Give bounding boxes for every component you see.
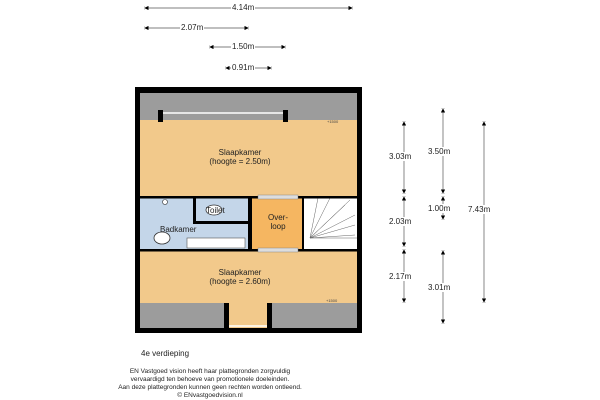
height-marker: +1500	[327, 119, 339, 124]
landing-floor	[252, 198, 302, 249]
height-marker: +1500	[326, 298, 338, 303]
dim-label: 2.03m	[388, 217, 413, 226]
disclaimer-line: vervaardigd ten behoeve van promotionele…	[130, 376, 290, 383]
disclaimer: EN Vastgoed vision heeft haar plattegron…	[0, 368, 420, 400]
dormer-bottom-floor	[228, 303, 268, 328]
room-label-bathroom: Badkamer	[160, 225, 197, 234]
bedroom-top-floor	[140, 120, 357, 196]
disclaimer-line: © ENvastgoedvision.nl	[177, 392, 243, 399]
room-name: Slaapkamer	[218, 148, 262, 157]
toilet-icon	[205, 204, 223, 216]
dim-label: 4.14m	[231, 3, 256, 12]
stairs-icon	[309, 197, 357, 239]
dim-label: 1.00m	[427, 204, 452, 213]
floor-label: 4e verdieping	[141, 349, 190, 358]
room-name: Over-	[268, 213, 288, 222]
dim-label: 7.43m	[467, 205, 492, 214]
sink-icon	[186, 237, 246, 249]
bedroom-bottom-floor	[140, 251, 357, 303]
room-label-bedroom-bottom: Slaapkamer (hoogte = 2.60m)	[190, 268, 290, 286]
room-label-landing: Over- loop	[262, 213, 294, 231]
room-label-bedroom-top: Slaapkamer (hoogte = 2.50m)	[190, 148, 290, 166]
stairs-area	[303, 198, 357, 249]
room-height: (hoogte = 2.50m)	[209, 157, 271, 166]
dim-label: 3.03m	[388, 152, 413, 161]
dim-label: 3.01m	[427, 283, 452, 292]
disclaimer-line: Aan deze plattegronden kunnen geen recht…	[118, 384, 302, 391]
dim-label: 0.91m	[231, 63, 256, 72]
toilet-wall	[193, 198, 196, 223]
dim-label: 3.50m	[427, 147, 452, 156]
room-label-toilet: Toilet	[206, 206, 225, 215]
top-dimension-lines	[145, 8, 352, 68]
room-name: loop	[270, 222, 286, 231]
door-top	[257, 194, 299, 200]
dim-label: 1.50m	[231, 42, 256, 51]
drain-icon	[162, 199, 168, 205]
dim-label: 2.07m	[180, 23, 205, 32]
toilet-wall-bottom	[193, 221, 249, 224]
shower-icon	[153, 231, 171, 245]
disclaimer-line: EN Vastgoed vision heeft haar plattegron…	[129, 368, 291, 375]
dim-label: 2.17m	[388, 272, 413, 281]
room-height: (hoogte = 2.60m)	[209, 277, 271, 286]
room-name: Slaapkamer	[218, 268, 262, 277]
door-bottom	[257, 247, 299, 253]
